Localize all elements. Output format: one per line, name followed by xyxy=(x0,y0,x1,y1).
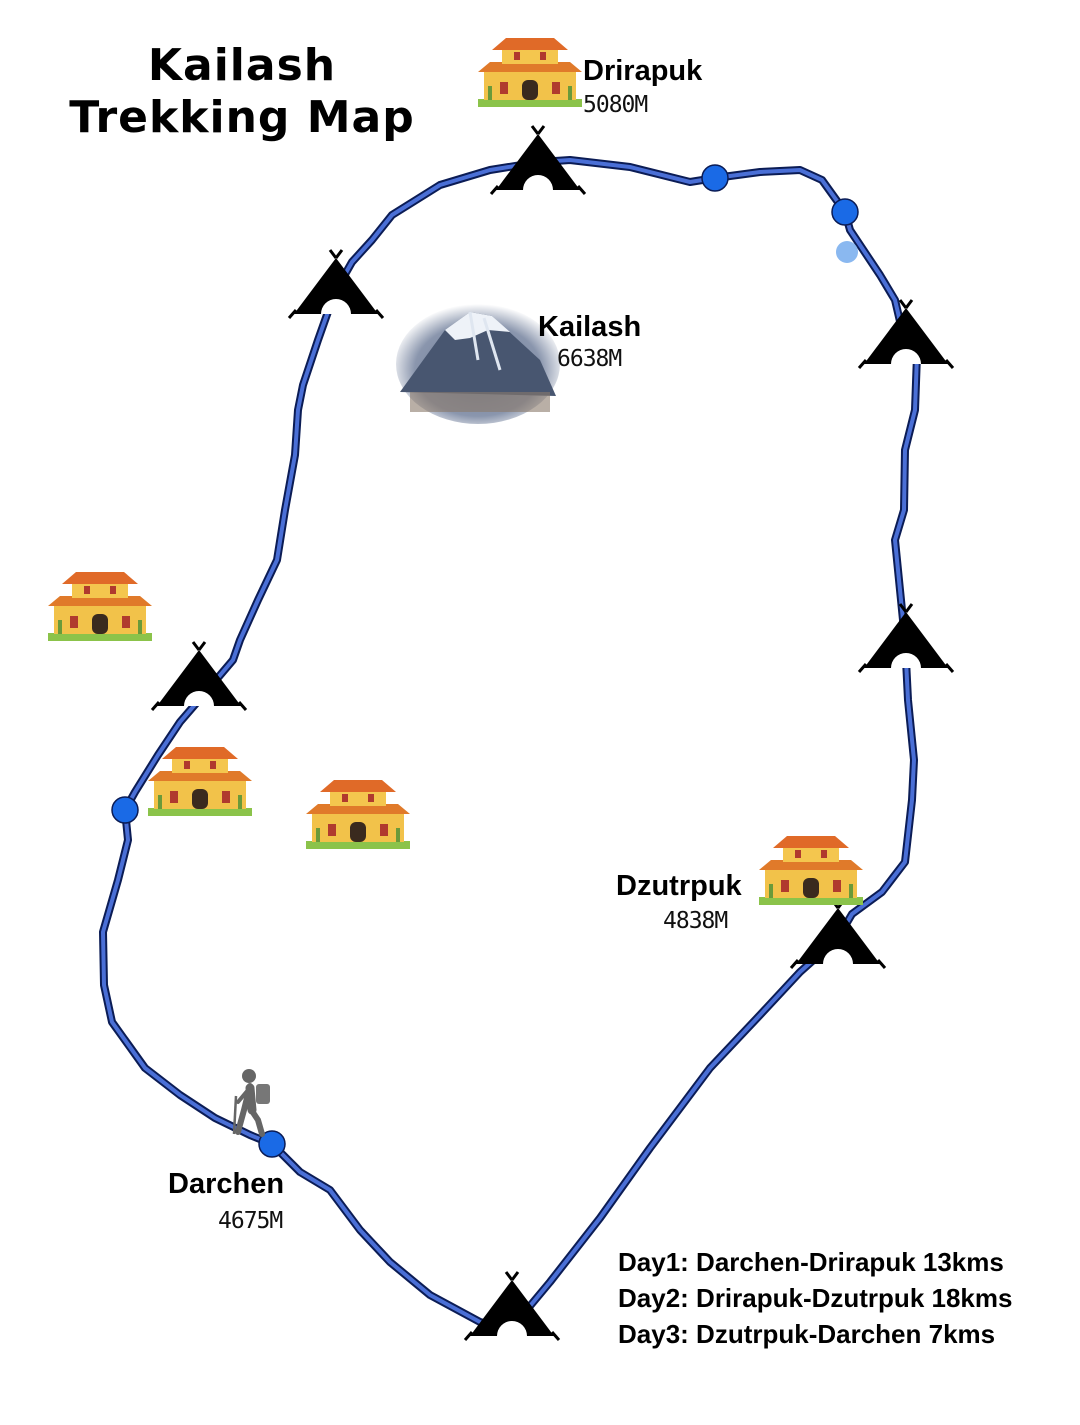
tent-icon xyxy=(789,898,887,970)
dzutrpuk-altitude: 4838M xyxy=(663,908,728,934)
waypoint-dot-icon xyxy=(701,164,729,192)
kailash-label: Kailash xyxy=(538,311,642,343)
tent-icon xyxy=(857,602,955,674)
monastery-icon xyxy=(48,572,152,641)
tent-icon xyxy=(287,248,385,320)
monastery-icon xyxy=(759,836,863,905)
waypoint-dot-icon xyxy=(836,241,858,263)
monastery-icon xyxy=(478,38,582,107)
monastery-icon xyxy=(148,747,252,816)
waypoint-dot-icon xyxy=(111,796,139,824)
itinerary-day-1: Day1: Darchen-Drirapuk 13kms xyxy=(618,1247,1004,1277)
darchen-altitude: 4675M xyxy=(218,1208,283,1234)
drirapuk-altitude: 5080M xyxy=(583,92,648,118)
map-title: Kailash Trekking Map xyxy=(62,40,422,144)
drirapuk-label: Drirapuk xyxy=(583,55,703,87)
waypoint-dot-icon xyxy=(831,198,859,226)
dzutrpuk-label: Dzutrpuk xyxy=(616,870,742,902)
monastery-icon xyxy=(306,780,410,849)
title-line-1: Kailash xyxy=(147,40,337,91)
itinerary-day-2: Day2: Drirapuk-Dzutrpuk 18kms xyxy=(618,1283,1013,1313)
hiker-icon xyxy=(232,1069,270,1137)
tent-icon xyxy=(857,298,955,370)
kailash-altitude: 6638M xyxy=(557,346,622,372)
title-line-2: Trekking Map xyxy=(69,92,415,143)
itinerary-day-3: Day3: Dzutrpuk-Darchen 7kms xyxy=(618,1319,996,1349)
darchen-label: Darchen xyxy=(168,1168,285,1200)
mountain-photo xyxy=(396,304,560,424)
waypoint-dot-icon xyxy=(258,1130,286,1158)
itinerary-legend: Day1: Darchen-Drirapuk 13kms Day2: Drira… xyxy=(618,1244,1012,1352)
